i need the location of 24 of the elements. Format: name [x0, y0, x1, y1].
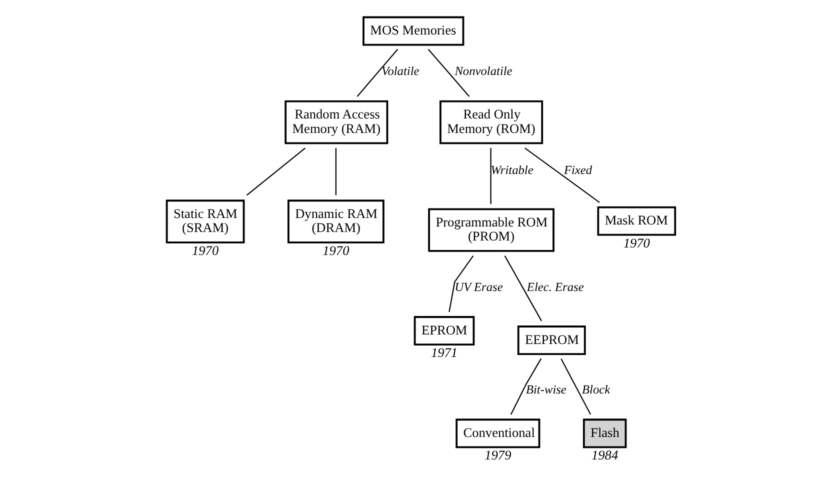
edge-label: Block	[582, 382, 610, 396]
edge-label: Elec. Erase	[526, 280, 584, 294]
connector	[356, 48, 398, 97]
edge-label: Volatile	[381, 64, 419, 78]
edge-label: Nonvolatile	[454, 64, 512, 78]
edge-label: Bit-wise	[525, 382, 566, 396]
connector	[246, 148, 306, 196]
connector	[334, 148, 336, 196]
edge-label: Writable	[490, 162, 533, 177]
edge-label: Fixed	[563, 162, 592, 177]
node-label: 1970	[192, 242, 218, 258]
node-label: 1970	[622, 235, 650, 250]
node-label: 1970	[322, 242, 349, 258]
connector	[427, 48, 470, 97]
connector	[490, 148, 491, 204]
edge-label: UV Erase	[454, 280, 502, 294]
connector	[510, 358, 542, 415]
connector	[524, 148, 600, 203]
connector	[560, 358, 591, 415]
node-label: 1979	[484, 448, 511, 463]
connector	[448, 256, 474, 312]
connector	[504, 255, 542, 322]
node-label: 1984	[591, 448, 618, 463]
node-label: 1971	[430, 345, 458, 360]
